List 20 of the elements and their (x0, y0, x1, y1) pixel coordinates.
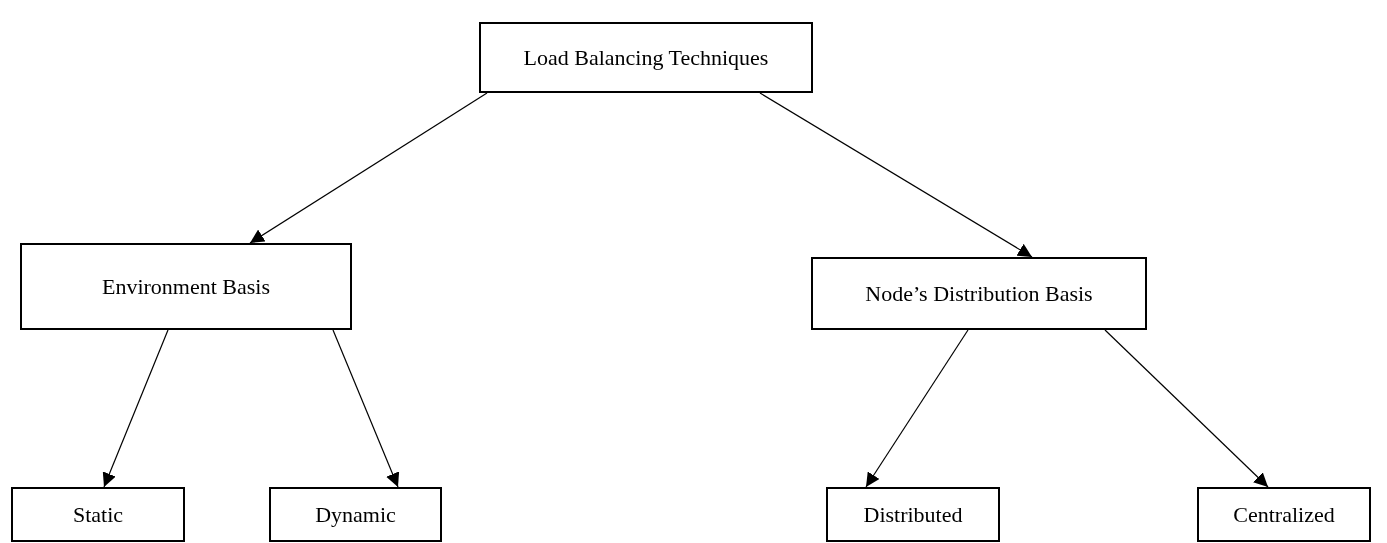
arrow (865, 329, 969, 488)
arrow (102, 329, 169, 488)
box-label: Node’s Distribution Basis (865, 280, 1093, 307)
process-box (826, 487, 1000, 542)
process-box (20, 243, 352, 330)
arrow (332, 329, 400, 488)
box-label: Distributed (863, 501, 963, 528)
box-label: Centralized (1233, 501, 1335, 528)
box-label: Dynamic (315, 501, 396, 528)
box-label: Static (72, 501, 124, 528)
arrow (249, 92, 488, 244)
box-label: Environment Basis (101, 273, 270, 300)
process-box (479, 22, 813, 93)
process-box (811, 257, 1147, 330)
arrow (759, 92, 1033, 258)
box-label: Load Balancing Techniques (523, 44, 769, 71)
process-box (1197, 487, 1371, 542)
process-box (269, 487, 442, 542)
arrow (1104, 329, 1269, 488)
process-box (11, 487, 185, 542)
